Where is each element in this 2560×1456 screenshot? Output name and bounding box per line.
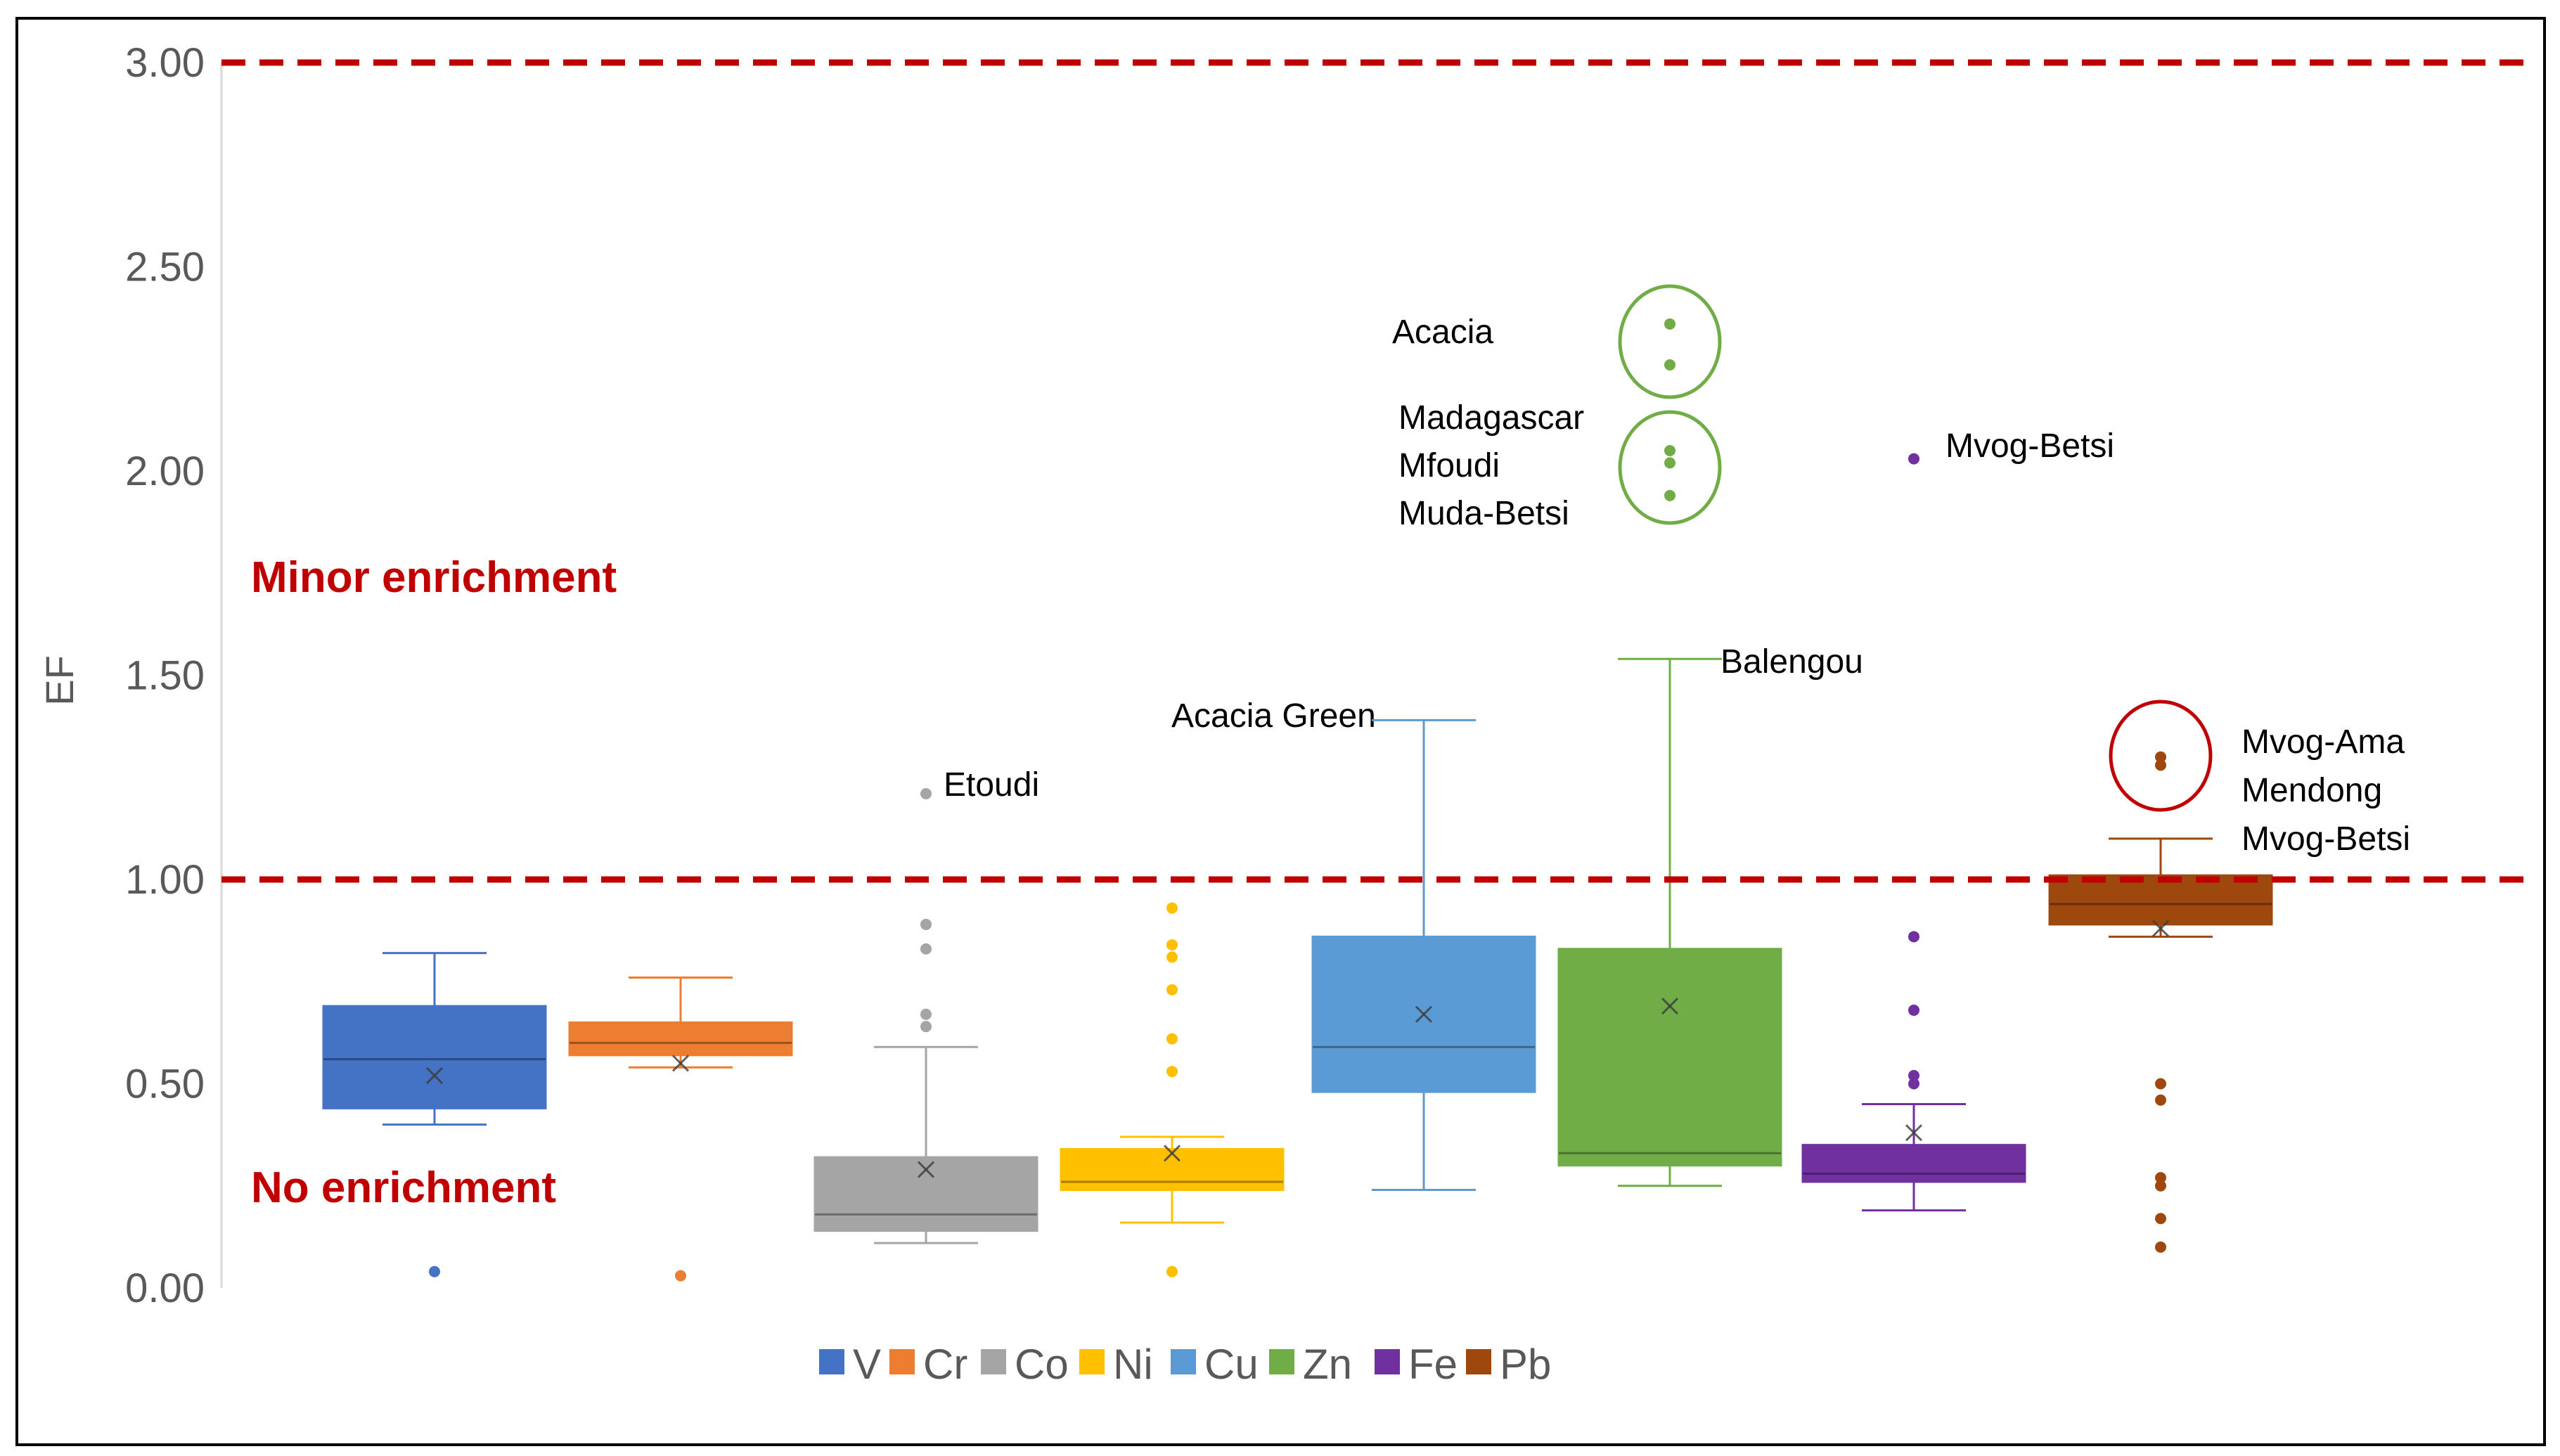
outlier-point-co-2 [920, 943, 932, 955]
legend-swatch-cr [889, 1349, 915, 1374]
box-group-cr [568, 976, 793, 1282]
outlier-point-fe-0 [1908, 1078, 1919, 1090]
annotation-acacia-green: Acacia Green [1171, 697, 1376, 735]
outlier-point-ni-4 [1166, 951, 1178, 963]
outlier-point-pb-1 [2155, 1213, 2166, 1225]
legend-label-pb: Pb [1500, 1341, 1551, 1388]
y-tick-label-1-50: 1.50 [125, 653, 205, 699]
outlier-point-v-0 [429, 1265, 440, 1277]
annotation-mfoudi: Mfoudi [1398, 447, 1500, 484]
outlier-point-fe-3 [1908, 931, 1919, 943]
annotation-mvog-betsi-fe: Mvog-Betsi [1945, 427, 2114, 465]
box-group-co [813, 787, 1038, 1244]
outlier-point-cr-0 [675, 1270, 686, 1282]
mean-marker-cr [671, 1055, 690, 1072]
y-tick-label-1-00: 1.00 [125, 857, 205, 903]
legend-swatch-fe [1375, 1349, 1400, 1374]
outlier-point-fe-2 [1908, 1004, 1919, 1016]
box-group-v [322, 952, 547, 1277]
mean-marker-co [917, 1161, 935, 1178]
box-group-ni [1060, 902, 1285, 1277]
annotation-acacia: Acacia [1392, 314, 1493, 351]
outlier-point-zn-0 [1664, 489, 1675, 501]
annotation-madagascar: Madagascar [1398, 399, 1584, 437]
outlier-point-ni-0 [1166, 1265, 1178, 1277]
band-label-minor: Minor enrichment [251, 553, 617, 602]
legend-label-co: Co [1015, 1341, 1069, 1388]
box-zn [1557, 948, 1782, 1167]
box-group-pb [2048, 751, 2273, 1253]
y-axis-title: EF [37, 655, 82, 706]
box-v [322, 1005, 547, 1109]
box-group-fe [1801, 453, 2026, 1212]
outlier-point-co-3 [920, 918, 932, 930]
legend-swatch-v [819, 1349, 844, 1374]
mean-marker-zn [1661, 998, 1679, 1015]
y-tick-label-0-00: 0.00 [125, 1265, 205, 1311]
box-group-zn [1557, 318, 1782, 1187]
annotation-balengou: Balengou [1720, 643, 1863, 681]
annotation-mvog-ama: Mvog-Ama [2241, 723, 2405, 761]
outlier-point-zn-2 [1664, 444, 1675, 456]
y-tick-label-3-00: 3.00 [125, 40, 205, 86]
legend-swatch-cu [1171, 1349, 1196, 1374]
mean-marker-cu [1415, 1005, 1433, 1023]
mean-marker-pb [2151, 920, 2170, 937]
outlier-point-ni-2 [1166, 1033, 1178, 1045]
legend-swatch-pb [1466, 1349, 1491, 1374]
box-fe [1801, 1144, 2026, 1183]
mean-marker-fe [1905, 1124, 1923, 1142]
box-ni [1060, 1147, 1285, 1192]
legend-label-v: V [853, 1341, 881, 1388]
y-tick-label-2-00: 2.00 [125, 449, 205, 494]
outlier-point-zn-3 [1664, 359, 1675, 371]
outlier-point-co-1 [920, 1008, 932, 1020]
outlier-point-co-0 [920, 1021, 932, 1033]
legend-label-fe: Fe [1408, 1341, 1458, 1388]
outlier-point-zn-1 [1664, 457, 1675, 469]
legend-label-zn: Zn [1303, 1341, 1352, 1388]
y-tick-label-0-50: 0.50 [125, 1062, 205, 1107]
band-label-no: No enrichment [251, 1164, 556, 1212]
outlier-point-co-4 [920, 787, 932, 799]
outlier-point-pb-3 [2155, 1172, 2166, 1184]
annotation-mendong: Mendong [2241, 772, 2382, 809]
box-pb [2048, 874, 2273, 926]
outlier-point-ni-5 [1166, 939, 1178, 951]
legend-label-cu: Cu [1204, 1341, 1259, 1388]
highlight-circle-acacia [1618, 284, 1722, 399]
mean-marker-v [425, 1067, 444, 1084]
box-group-cu [1311, 719, 1536, 1192]
highlight-circle-mvog-ama-group [2109, 700, 2213, 812]
outlier-point-pb-4 [2155, 1094, 2166, 1106]
outlier-point-ni-1 [1166, 1066, 1178, 1078]
chart-frame [15, 17, 2546, 1446]
annotation-muda-betsi: Muda-Betsi [1398, 495, 1569, 532]
outlier-point-zn-4 [1664, 318, 1675, 330]
outlier-point-fe-4 [1908, 453, 1919, 465]
legend-swatch-ni [1079, 1349, 1105, 1374]
outlier-point-pb-5 [2155, 1078, 2166, 1090]
outlier-point-pb-7 [2155, 751, 2166, 763]
box-cr [568, 1021, 793, 1057]
legend-label-ni: Ni [1113, 1341, 1153, 1388]
legend-swatch-zn [1269, 1349, 1294, 1374]
outlier-point-fe-1 [1908, 1069, 1919, 1081]
legend-swatch-co [981, 1349, 1006, 1374]
outlier-point-pb-0 [2155, 1241, 2166, 1253]
annotation-etoudi: Etoudi [944, 766, 1039, 804]
legend-label-cr: Cr [923, 1341, 967, 1388]
y-tick-label-2-50: 2.50 [125, 245, 205, 290]
highlight-circle-madagascar-group [1618, 410, 1722, 525]
outlier-point-pb-2 [2155, 1180, 2166, 1192]
outlier-point-ni-6 [1166, 902, 1178, 914]
outlier-point-ni-3 [1166, 984, 1178, 996]
mean-marker-ni [1163, 1145, 1181, 1162]
annotation-mvog-betsi-pb: Mvog-Betsi [2241, 820, 2410, 858]
outlier-point-pb-6 [2155, 759, 2166, 771]
